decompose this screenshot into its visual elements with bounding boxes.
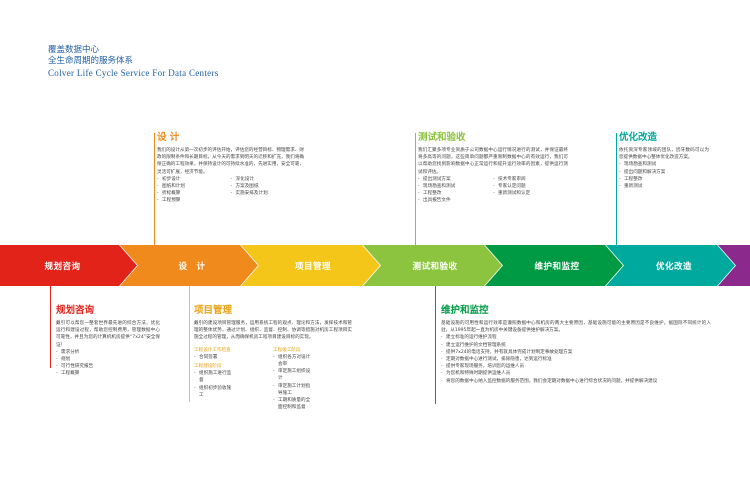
design-lists: 初步设计 图纸和计划 折标概算 工程预算 深化设计 方案及图纸 实施安排及计划 <box>157 176 304 205</box>
list-item: 工期和质量的全面控制和监督 <box>273 397 313 411</box>
optimize-text: 依托资深专家领域的团队，因牙数码可以为您提供数据中心整体优化改造方案。 <box>619 148 709 161</box>
band-label-optimize: 优化改造 <box>655 261 692 272</box>
list-item: 审定施工计划指导施工 <box>273 383 313 397</box>
arrow-tail <box>718 245 750 286</box>
project-lists: 工程设计工作检查 合同签署 工程建设阶段 组织施工进行监督 组织初步验收施工 工… <box>194 345 352 412</box>
list-item: 工程整改 <box>619 176 709 183</box>
project-text: 戴引的建设项目管理服务，运用系统工程的观点、理论和方法，发挥技术和管理的整体优势… <box>194 321 352 341</box>
list-item: 定期对数据中心进行测试，排除隐患，达到运行标准 <box>441 356 711 363</box>
arrow-planning <box>0 245 137 286</box>
optimize-list: 现场勘查和测试 提出问题和解决方案 工程整改 重新测试 <box>619 161 709 190</box>
band-label-design: 设 计 <box>178 261 206 272</box>
arrow-testing <box>363 245 502 286</box>
design-title: 设 计 <box>157 132 180 143</box>
list-item: 将您的数据中心纳入监控数据的服务范围，我们会定期对数据中心进行综合状况的问题，并… <box>441 378 711 385</box>
testing-title: 测试和验收 <box>418 132 466 143</box>
arrow-operation <box>485 245 623 286</box>
header-title: 覆盖数据中心 <box>48 45 100 55</box>
list-item: 提供7x24的电话支持，并有就具体完成计划制定事故处理方案 <box>441 349 711 356</box>
design-text: 我们的设计从第一次初步的评估开始，评估您的经营目标、物理需求、财政的限制条件和长… <box>157 148 305 175</box>
project-list: 组织各方对设计会审 审定施工组织设计 审定施工计划指导施工 工期和质量的全面控制… <box>273 354 313 412</box>
header-english-title: Colver Life Cycle Service For Data Cente… <box>48 68 219 78</box>
design-list-1: 初步设计 图纸和计划 折标概算 工程预算 <box>157 176 231 205</box>
list-item: 重新测试 <box>619 183 709 190</box>
project-sub-heading: 工程竣工阶段 <box>273 347 301 353</box>
list-item: 深化设计 <box>231 176 305 183</box>
flow-arrows <box>0 245 750 286</box>
list-item: 折标概算 <box>157 190 231 197</box>
lifecycle-flow-band: 规划咨询 设 计 项目管理 测试和验收 维护和监控 优化改造 <box>0 245 750 286</box>
project-sub-heading: 工程建设阶段 <box>194 364 222 370</box>
planning-title: 规划咨询 <box>56 305 95 316</box>
list-item: 为您机和特殊时期提供运维人员 <box>441 370 711 377</box>
page-header: 覆盖数据中心 全生命周期的服务体系 Colver Life Cycle Serv… <box>48 45 219 79</box>
planning-connector <box>50 286 51 368</box>
testing-connector <box>415 133 416 245</box>
operation-connector <box>435 286 436 404</box>
list-item: 提出测试方案 <box>418 176 493 183</box>
list-item: 图纸和计划 <box>157 183 231 190</box>
band-label-testing: 测试和验收 <box>412 261 458 272</box>
project-list: 组织施工进行监督 组织初步验收施工 <box>194 370 234 399</box>
testing-text: 我们汇聚多项专业资质于公司数据中心运行情况进行的测试，并保证最终将多高等的问题，… <box>418 148 568 175</box>
list-item: 技术专家审阅 <box>493 176 568 183</box>
list-item: 提出问题和解决方案 <box>619 169 709 176</box>
list-item: 实施安排及计划 <box>231 190 305 197</box>
design-list-2: 深化设计 方案及图纸 实施安排及计划 <box>231 176 305 205</box>
arrow-design <box>120 245 258 286</box>
list-item: 工程概算 <box>56 370 160 377</box>
planning-list: 需求分析 规划 可行性研究报告 工程概算 <box>56 349 160 378</box>
header-subtitle: 全生命周期的服务体系 <box>48 56 134 66</box>
project-left-column: 工程设计工作检查 合同签署 工程建设阶段 组织施工进行监督 组织初步验收施工 <box>194 345 273 412</box>
list-item: 合同签署 <box>194 354 234 361</box>
project-block: 项目管理 戴引的建设项目管理服务，运用系统工程的观点、理论和方法，发挥技术和管理… <box>194 304 352 411</box>
list-item: 提供专家现场服务，培训您的运维人员 <box>441 363 711 370</box>
optimize-title: 优化改造 <box>619 132 658 143</box>
list-item: 可行性研究报告 <box>56 363 160 370</box>
project-connector <box>189 286 190 402</box>
list-item: 建立运行维护的文档管理系统 <box>441 342 711 349</box>
list-item: 初步设计 <box>157 176 231 183</box>
project-title: 项目管理 <box>194 305 233 316</box>
band-label-planning: 规划咨询 <box>44 261 81 272</box>
planning-text: 戴引可以帮您一整套世界最先进的综合方法，优化运行和建设过程，帮助您控制费用，管理… <box>56 321 160 348</box>
list-item: 出具报告文件 <box>418 197 493 204</box>
arrow-optimize <box>606 245 735 286</box>
band-label-project: 项目管理 <box>294 261 331 272</box>
project-list: 合同签署 <box>194 354 234 361</box>
list-item: 工程整改 <box>418 190 493 197</box>
arrow-project <box>241 245 380 286</box>
list-item: 审定施工组织设计 <box>273 368 313 382</box>
list-item: 组织各方对设计会审 <box>273 354 313 368</box>
testing-list-1: 提出测试方案 现场勘查和测试 工程整改 出具报告文件 <box>418 176 493 205</box>
optimize-connector <box>616 133 617 245</box>
list-item: 建立标准的运行维护流程 <box>441 334 711 341</box>
optimize-block: 优化改造 依托资深专家领域的团队，因牙数码可以为您提供数据中心整体优化改造方案。… <box>619 131 709 190</box>
planning-block: 规划咨询 戴引可以帮您一整套世界最先进的综合方法，优化运行和建设过程，帮助您控制… <box>56 304 160 378</box>
list-item: 专家认定问题 <box>493 183 568 190</box>
testing-lists: 提出测试方案 现场勘查和测试 工程整改 出具报告文件 技术专家审阅 专家认定问题… <box>418 176 568 205</box>
band-label-operation: 维护和监控 <box>534 261 580 272</box>
operation-title: 维护和监控 <box>441 305 489 316</box>
testing-list-2: 技术专家审阅 专家认定问题 重新测试和认定 <box>493 176 568 205</box>
list-item: 方案及图纸 <box>231 183 305 190</box>
design-block: 设 计 我们的设计从第一次初步的评估开始，评估您的经营目标、物理需求、财政的限制… <box>157 131 304 205</box>
list-item: 重新测试和认定 <box>493 190 568 197</box>
operation-list: 建立标准的运行维护流程 建立运行维护的文档管理系统 提供7x24的电话支持，并有… <box>441 334 711 385</box>
list-item: 组织施工进行监督 <box>194 370 234 384</box>
list-item: 现场勘查和测试 <box>418 183 493 190</box>
list-item: 现场勘查和测试 <box>619 161 709 168</box>
list-item: 规划 <box>56 356 160 363</box>
list-item: 需求分析 <box>56 349 160 356</box>
testing-block: 测试和验收 我们汇聚多项专业资质于公司数据中心运行情况进行的测试，并保证最终将多… <box>418 131 568 205</box>
project-sub-heading: 工程设计工作检查 <box>194 347 231 353</box>
list-item: 工程预算 <box>157 197 231 204</box>
project-right-column: 工程竣工阶段 组织各方对设计会审 审定施工组织设计 审定施工计划指导施工 工期和… <box>273 345 352 412</box>
operation-block: 维护和监控 基础设施的可用性和运行效率是遵照数据中心和机房的两大主要原因，基础设… <box>441 304 711 385</box>
list-item: 组织初步验收施工 <box>194 385 234 399</box>
operation-text: 基础设施的可用性和运行效率是遵照数据中心和机房的两大主要原因，基础设施可能的主要… <box>441 321 711 334</box>
design-connector <box>154 133 155 245</box>
